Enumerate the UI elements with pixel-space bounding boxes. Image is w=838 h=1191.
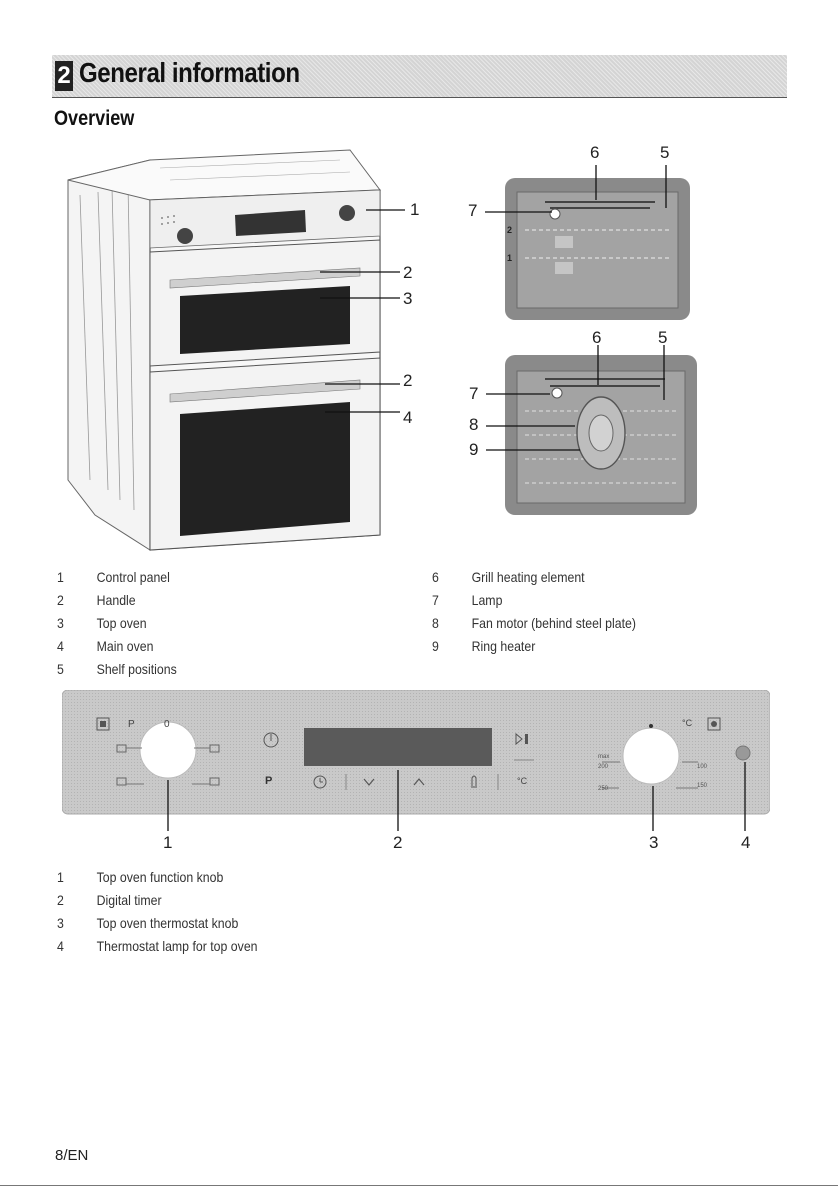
oven-callout-2-main: 2	[403, 371, 413, 390]
main-cavity-callout-6: 6	[592, 328, 602, 347]
main-oven-cavity-illustration	[505, 355, 697, 515]
control-panel-illustration	[62, 690, 770, 831]
temp-mark-100: 100	[697, 764, 708, 770]
main-cavity-callout-lines	[486, 345, 665, 451]
panel-zero-mark: 0	[164, 719, 170, 730]
chapter-number-badge: 2	[55, 61, 73, 91]
oven-callout-2-top: 2	[403, 263, 413, 282]
temp-mark-max: max	[598, 754, 610, 760]
panel-callout-3: 3	[649, 833, 659, 852]
double-oven-illustration	[67, 149, 405, 551]
panel-p-left: P	[128, 719, 135, 730]
shelf-mark-1: 1	[507, 253, 513, 263]
footer-rule	[0, 1185, 838, 1186]
temp-mark-150: 150	[697, 783, 708, 789]
top-cavity-callout-6: 6	[590, 143, 600, 162]
panel-celsius-top: °C	[682, 718, 693, 728]
top-cavity-callout-5: 5	[660, 143, 670, 162]
main-cavity-callout-7: 7	[469, 384, 479, 403]
header-band	[52, 55, 787, 98]
oven-callout-4: 4	[403, 408, 413, 427]
oven-callout-3: 3	[403, 289, 413, 308]
temp-mark-250: 250	[598, 786, 609, 792]
panel-callout-2: 2	[393, 833, 403, 852]
oven-callout-1: 1	[410, 200, 420, 219]
chapter-title: General information	[79, 57, 300, 88]
top-cavity-callout-7: 7	[468, 201, 478, 220]
main-cavity-callout-8: 8	[469, 415, 479, 434]
panel-callout-1: 1	[163, 833, 173, 852]
panel-callout-4: 4	[741, 833, 751, 852]
top-cavity-callout-lines	[485, 165, 667, 213]
main-cavity-callout-5: 5	[658, 328, 668, 347]
temp-mark-200: 200	[598, 764, 609, 770]
panel-celsius-bottom: °C	[517, 776, 528, 786]
shelf-mark-2: 2	[507, 225, 513, 235]
section-title: Overview	[54, 107, 135, 130]
top-oven-cavity-illustration	[505, 178, 690, 320]
panel-p-center: P	[265, 775, 273, 787]
header-rule	[52, 97, 787, 98]
main-cavity-callout-9: 9	[469, 440, 479, 459]
page-number: 8/EN	[55, 1147, 89, 1164]
